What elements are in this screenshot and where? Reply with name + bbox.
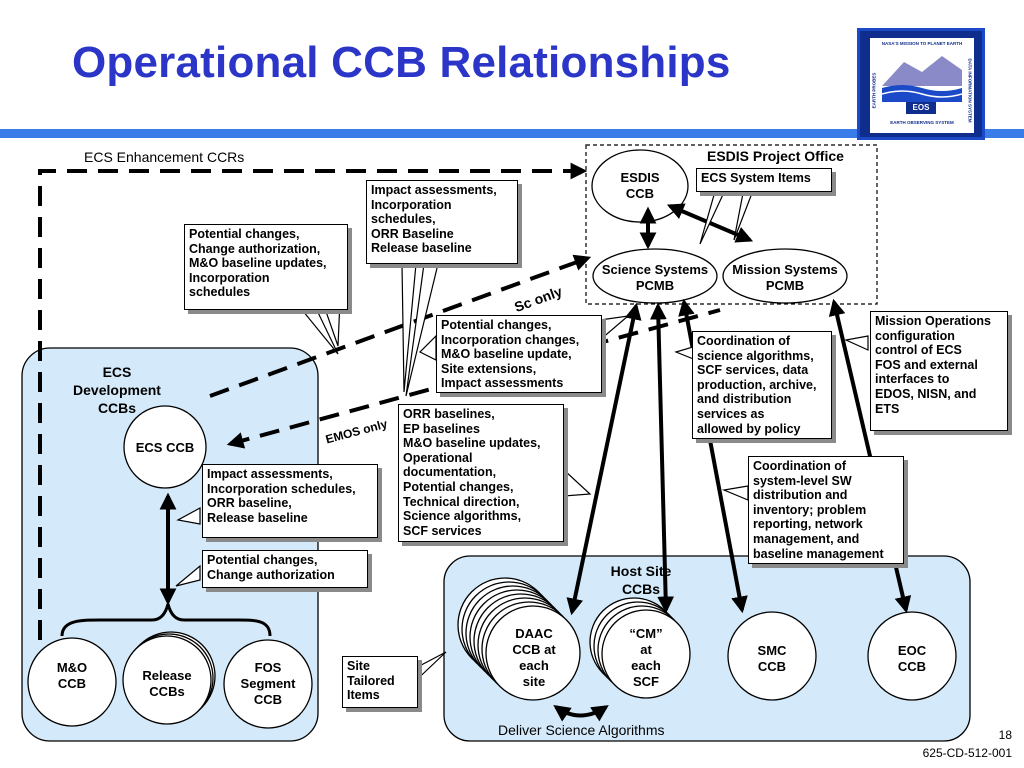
- ecs-ccb-circle: [123, 405, 207, 489]
- host-site-label: Host Site CCBs: [610, 563, 672, 597]
- esdis-ccb-label: ESDIS CCB: [620, 170, 660, 201]
- ecs-enhancement-ccr-path: [38, 162, 588, 640]
- deliver-algorithms-label: Deliver Science Algorithms: [498, 722, 665, 738]
- mission-pcmb-label: Mission Systems PCMB: [732, 262, 838, 293]
- page-title: Operational CCB Relationships: [72, 38, 731, 87]
- release-ccbs-stack: [122, 631, 216, 725]
- science-pcmb-label: Science Systems PCMB: [601, 262, 709, 293]
- eoc-ccb-circle: [867, 611, 957, 701]
- cm-ccb-stack: [589, 597, 691, 699]
- coordination-science-callout: Coordination of science algorithms, SCF …: [692, 331, 832, 439]
- callout-tails: [175, 187, 869, 690]
- site-tailored-items-box: Site Tailored Items: [342, 656, 418, 708]
- daac-ccb-stack: [457, 577, 581, 701]
- ecs-system-items-box: ECS System Items: [696, 168, 832, 192]
- science-to-cm-arrow: [649, 302, 675, 614]
- smc-ccb-label: SMC CCB: [757, 643, 787, 674]
- mo-ccb-label: M&O CCB: [56, 660, 88, 691]
- coordination-sw-callout: Coordination of system-level SW distribu…: [748, 456, 904, 564]
- esdis-office-label: ESDIS Project Office: [707, 148, 844, 164]
- ecs-development-label: ECS Development CCBs: [73, 364, 161, 416]
- potential-lower-callout: Potential changes, Change authorization: [202, 550, 368, 588]
- mission-operations-callout: Mission Operations configuration control…: [870, 311, 1008, 431]
- logo-mountain-graphic: [882, 56, 962, 102]
- eos-logo: NASA'S MISSION TO PLANET EARTH EOS EARTH…: [857, 28, 985, 140]
- potential-changes-mid-callout: Potential changes, Incorporation changes…: [436, 315, 602, 393]
- impact-orr-callout: Impact assessments, Incorporation schedu…: [366, 180, 518, 264]
- fos-ccb-circle: [223, 639, 313, 729]
- sc-only-dashed-arrow: [209, 254, 592, 398]
- title-rule: [0, 129, 1024, 138]
- logo-bottom-text: EARTH OBSERVING SYSTEM: [890, 120, 954, 125]
- science-to-daac-arrow: [566, 302, 642, 616]
- fos-ccb-label: FOS Segment CCB: [240, 660, 296, 707]
- mission-pcmb-ellipse: [722, 248, 848, 304]
- ecs-ccb-label: ECS CCB: [135, 440, 195, 455]
- impact-lower-callout: Impact assessments, Incorporation schedu…: [202, 464, 378, 538]
- ecs-enhancement-label: ECS Enhancement CCRs: [84, 149, 245, 165]
- page-number: 18: [998, 728, 1012, 742]
- eoc-ccb-label: EOC CCB: [897, 643, 927, 674]
- daac-ccb-label: DAAC CCB at each site: [512, 626, 556, 689]
- mo-ccb-circle: [27, 637, 117, 727]
- potential-changes-left-callout: Potential changes, Change authorization,…: [184, 224, 348, 310]
- deliver-algorithms-arrow: [553, 705, 609, 722]
- logo-eos-badge: EOS: [906, 102, 936, 114]
- cm-ccb-label: “CM” at each SCF: [629, 626, 663, 689]
- release-ccbs-label: Release CCBs: [142, 668, 192, 699]
- document-id: 625-CD-512-001: [922, 746, 1012, 760]
- smc-ccb-circle: [727, 611, 817, 701]
- logo-top-text: NASA'S MISSION TO PLANET EARTH: [881, 41, 963, 46]
- orr-baselines-callout: ORR baselines, EP baselines M&O baseline…: [398, 404, 564, 542]
